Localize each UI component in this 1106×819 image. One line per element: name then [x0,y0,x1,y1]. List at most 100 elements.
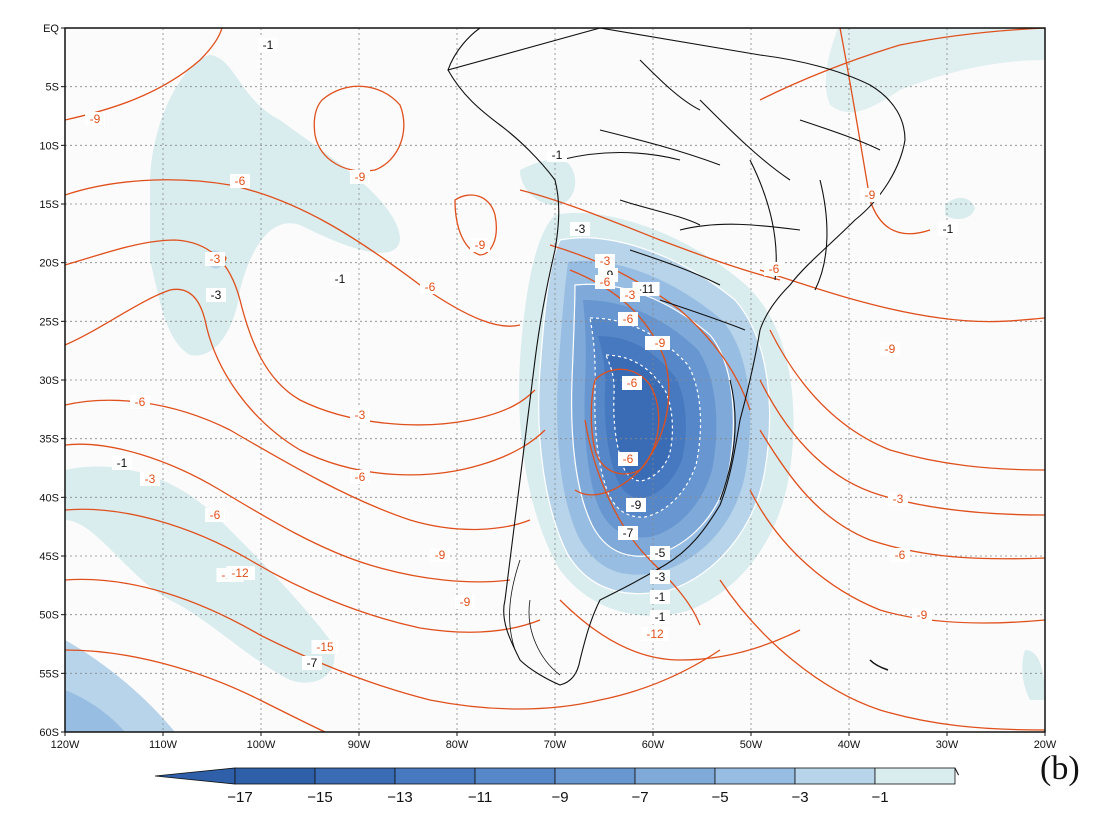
colorbar-swatch [874,767,956,785]
colorbar-label: −5 [711,789,728,806]
colorbar-label: −13 [387,789,412,806]
latitude-label: 20S [39,258,59,270]
colorbar-label: −17 [227,789,252,806]
contour-label-red: -6 [627,376,638,390]
colorbar-label: −3 [791,789,808,806]
contour-label-red: -6 [623,312,634,326]
contour-label-red: -12 [646,627,664,641]
graticule [65,28,1045,732]
colorbar-swatch [634,767,716,785]
longitude-label: 100W [247,739,276,751]
latitude-label: 40S [39,492,59,504]
contour-label-red: -9 [865,188,876,202]
contour-label-red: -9 [475,238,486,252]
shading-main-anomaly [519,212,794,616]
latitude-label: 55S [39,668,59,680]
latitude-label: 35S [39,434,59,446]
red-contours [65,28,1045,732]
contour-label-black: -1 [263,38,274,52]
contour-label-red: -3 [355,408,366,422]
contour-label-black: -3 [211,288,222,302]
contour-label-red: -6 [895,548,906,562]
latitude-label: EQ [43,23,59,35]
contour-label-black: -1 [655,610,666,624]
contour-label-red: -9 [885,342,896,356]
contour-label-red: -3 [600,254,611,268]
latitude-label: 50S [39,610,59,622]
contour-label-black: -1 [117,456,128,470]
longitude-label: 120W [51,739,80,751]
colorbar-label: −11 [468,789,492,806]
panel-label: (b) [1040,750,1080,787]
coastline [447,28,906,686]
colorbar-swatch [794,767,876,785]
longitude-label: 50W [740,739,763,751]
longitude-labels: 120W 110W 100W 90W 80W 70W 60W 50W 40W 30W 20W [51,732,1057,751]
contour-label-black: -1 [335,272,346,286]
contour-label-red: -15 [316,640,334,654]
longitude-label: 110W [149,739,178,751]
colorbar-swatch [474,767,556,785]
contour-label-red: -9 [460,595,471,609]
contour-label-black: -3 [655,570,666,584]
contour-label-black: -1 [655,590,666,604]
shading-light-regions [65,28,1045,732]
colorbar-label: −7 [631,789,648,806]
contour-label-red: -3 [625,288,636,302]
contour-label-red: -3 [145,472,156,486]
latitude-label: 45S [39,551,59,563]
contour-label-red: -6 [210,508,221,522]
contour-label-red: -6 [425,280,436,294]
contour-label-black: -5 [655,546,666,560]
longitude-label: 20W [1034,739,1057,751]
colorbar-label: −9 [551,789,568,806]
contour-label-red: -9 [655,336,666,350]
colorbar-swatch [314,767,396,785]
contour-label-red: -3 [210,252,221,266]
contour-label-red: -9 [435,548,446,562]
longitude-label: 90W [348,739,371,751]
latitude-label: 15S [39,199,59,211]
longitude-label: 80W [446,739,469,751]
colorbar-swatch [394,767,476,785]
contour-label-red: -9 [355,170,366,184]
contour-label-black: -7 [307,656,318,670]
colorbar-swatch [234,767,316,785]
contour-label-black: -1 [552,148,563,162]
latitude-label: 25S [39,316,59,328]
latitude-labels: EQ 5S 10S 15S 20S 25S 30S 35S 40S 45S 50S 55S 60S [39,23,65,739]
red-contour-labels: -9 -9 -6 -9 -9 -3 -6 -6 -9 -6 -3 -3 -6 -9 -12 -15 -9 -12 -… [85,112,932,654]
contour-label-black: -7 [623,526,634,540]
latitude-label: 5S [46,82,59,94]
colorbar-swatch [554,767,636,785]
latitude-label: 10S [39,140,59,152]
colorbar-swatch [714,767,796,785]
contour-label-red: -6 [600,275,611,289]
latitude-label: 30S [39,375,59,387]
longitude-label: 40W [838,739,861,751]
latitude-label: 60S [39,727,59,739]
contour-label-black: -3 [575,222,586,236]
contour-label-red: -6 [135,395,146,409]
contour-label-red: -9 [917,608,928,622]
contour-label-black: -11 [638,282,655,296]
contour-label-red: -6 [623,452,634,466]
colorbar-arrow [154,767,236,785]
contour-label-black: -9 [631,498,642,512]
contour-label-red: -3 [893,492,904,506]
longitude-label: 60W [642,739,665,751]
contour-label-red: -6 [355,470,366,484]
contour-label-black: -1 [943,222,954,236]
contour-label-red: -6 [235,174,246,188]
contour-label-red: -12 [231,566,249,580]
longitude-label: 30W [936,739,959,751]
contour-label-red: -6 [769,262,780,276]
longitude-label: 70W [544,739,567,751]
colorbar: −17 −15 −13 −11 −9 −7 −5 −3 −1 [154,767,961,806]
black-contour-labels: -1 -1 -3 -1 -3 -1 -1 -7 -9 -11 -9 -7 -5 -3 -1 -1 [112,38,958,670]
colorbar-label: −1 [871,789,888,806]
colorbar-label: −15 [307,789,332,806]
contour-label-red: -9 [90,112,101,126]
